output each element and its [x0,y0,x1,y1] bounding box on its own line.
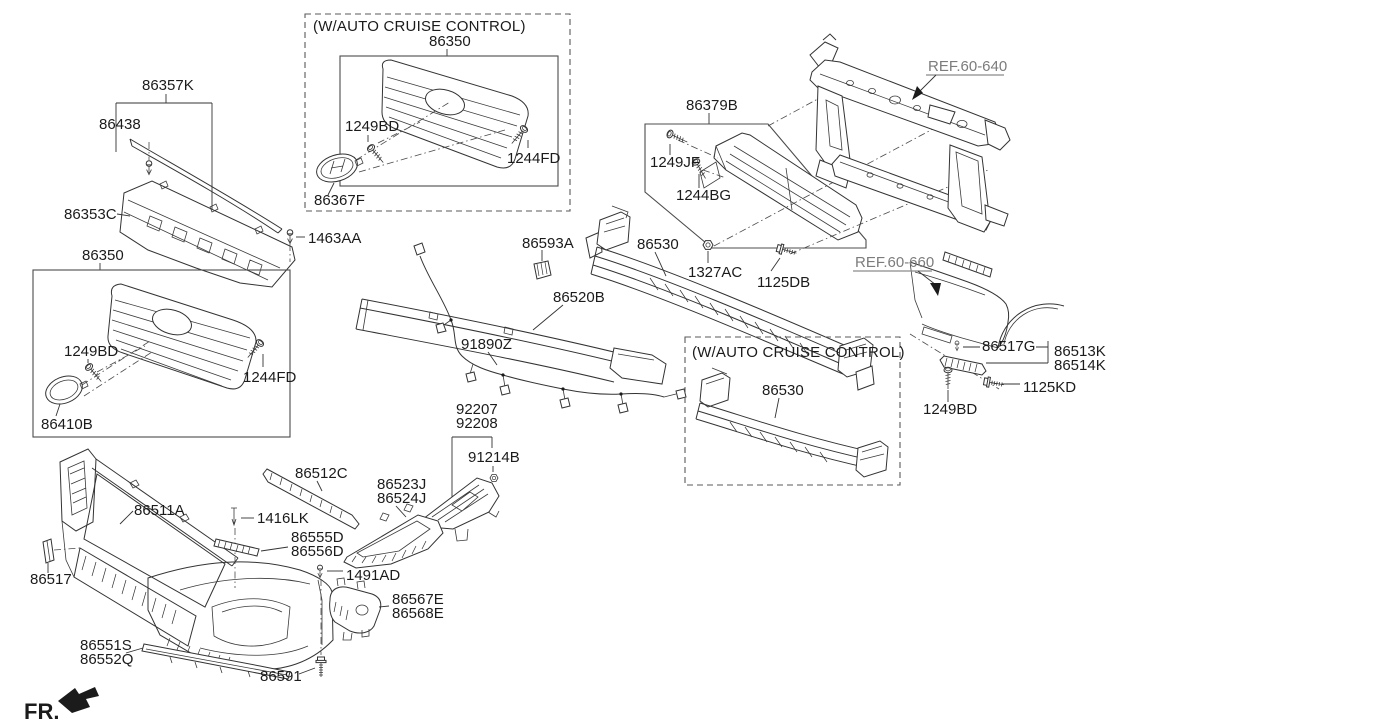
label-86517: 86517 [30,571,72,588]
auto-cruise-note-1: (W/AUTO CRUISE CONTROL) [313,18,526,35]
label-86551S: 86551S [80,637,132,654]
bumper-cover-86511A [59,448,334,671]
label-86524J: 86524J [377,490,426,507]
emblem-base-86410B [45,375,89,417]
label-1463AA: 1463AA [308,230,361,247]
label-86513K: 86513K [1054,343,1106,360]
label-1327AC: 1327AC [688,264,742,281]
label-86379B: 86379B [686,97,738,114]
hood-molding-86357K [115,94,283,247]
label-1249BD-box1: 1249BD [345,118,399,135]
label-86438: 86438 [99,116,141,133]
bracket-86593A [533,250,552,280]
grille-inner-box [339,55,559,187]
grille-box [32,269,291,438]
pin-1416LK [231,507,254,588]
label-86530-box2: 86530 [762,382,804,399]
bumper-strip-86555D [213,538,289,557]
auto-cruise-note-2: (W/AUTO CRUISE CONTROL) [692,344,905,361]
label-86367F: 86367F [314,192,365,209]
label-86357K: 86357K [142,77,194,94]
label-86568E: 86568E [392,605,444,622]
radiator-grille-86350 [45,283,266,417]
label-1249JF: 1249JF [650,154,700,171]
label-86517G: 86517G [982,338,1035,355]
label-1125DB: 1125DB [757,274,810,291]
label-86523J: 86523J [377,476,426,493]
label-92207: 92207 [456,401,498,418]
front-direction-marker [58,687,99,713]
lower-lip-86551S [125,643,291,680]
label-86556D: 86556D [291,543,344,560]
label-86350-box1: 86350 [429,33,471,50]
label-1244FD-left: 1244FD [243,369,297,386]
hyundai-emblem-86367F [316,153,364,196]
front-arrow-icon [58,687,99,713]
label-86567E: 86567E [392,591,444,608]
energy-absorber-86520B [355,298,667,385]
label-86530-mid: 86530 [637,236,679,253]
label-86552Q: 86552Q [80,651,133,668]
label-1249BD-left: 1249BD [64,343,118,360]
bolt-1125DB [775,242,799,259]
label-86514K: 86514K [1054,357,1106,374]
radiator-support-carrier [809,33,1011,233]
fr-label: FR. [24,699,59,724]
label-92208: 92208 [456,415,498,432]
bumper-rail-86530 [585,205,875,391]
ref-640-arrowhead [912,86,923,100]
ref-660-arrowhead [930,283,941,296]
auto-cruise-grille-box [304,13,571,212]
label-86555D: 86555D [291,529,344,546]
label-86512C: 86512C [295,465,348,482]
label-1125KD: 1125KD [1023,379,1076,396]
label-86511A: 86511A [134,502,185,519]
fog-lamp-bezel-86523J [343,503,444,569]
grille-upper-cover-86353C [116,180,296,288]
acc-bumper-rail-86530 [695,367,889,478]
label-1491AD: 1491AD [346,567,400,584]
wiring-harness-91890Z [413,242,687,414]
ref-label-60-660: REF.60-660 [855,254,934,271]
air-guard-box [644,123,867,249]
side-clip-86517 [42,538,81,573]
label-91214B: 91214B [468,449,520,466]
label-91890Z: 91890Z [461,336,512,353]
label-86520B: 86520B [553,289,605,306]
active-air-flap-86379B [665,128,863,241]
label-1244FD-box1: 1244FD [507,150,561,167]
label-1249BD-right: 1249BD [923,401,977,418]
clip-1463AA [286,229,305,262]
grille-molding-86512C [262,468,360,530]
label-86593A: 86593A [522,235,574,252]
acc-grille-86350 [316,59,530,196]
fastener-1491AD [316,564,343,655]
bolt-1125KD [982,375,1006,391]
label-86591: 86591 [260,668,302,685]
nut-91214B [489,474,499,482]
label-86410B: 86410B [41,416,93,433]
bolt-86591 [315,656,327,678]
label-86350-left: 86350 [82,247,124,264]
front-fender [909,251,1065,349]
fog-bracket-86567E [329,577,390,641]
auto-cruise-rail-box [684,336,901,486]
nut-1327AC [702,240,714,250]
label-1416LK: 1416LK [257,510,309,527]
screw-1249BD-right [943,366,953,390]
label-86353C: 86353C [64,206,117,223]
ref-label-60-640: REF.60-640 [928,58,1007,75]
label-1244BG: 1244BG [676,187,731,204]
